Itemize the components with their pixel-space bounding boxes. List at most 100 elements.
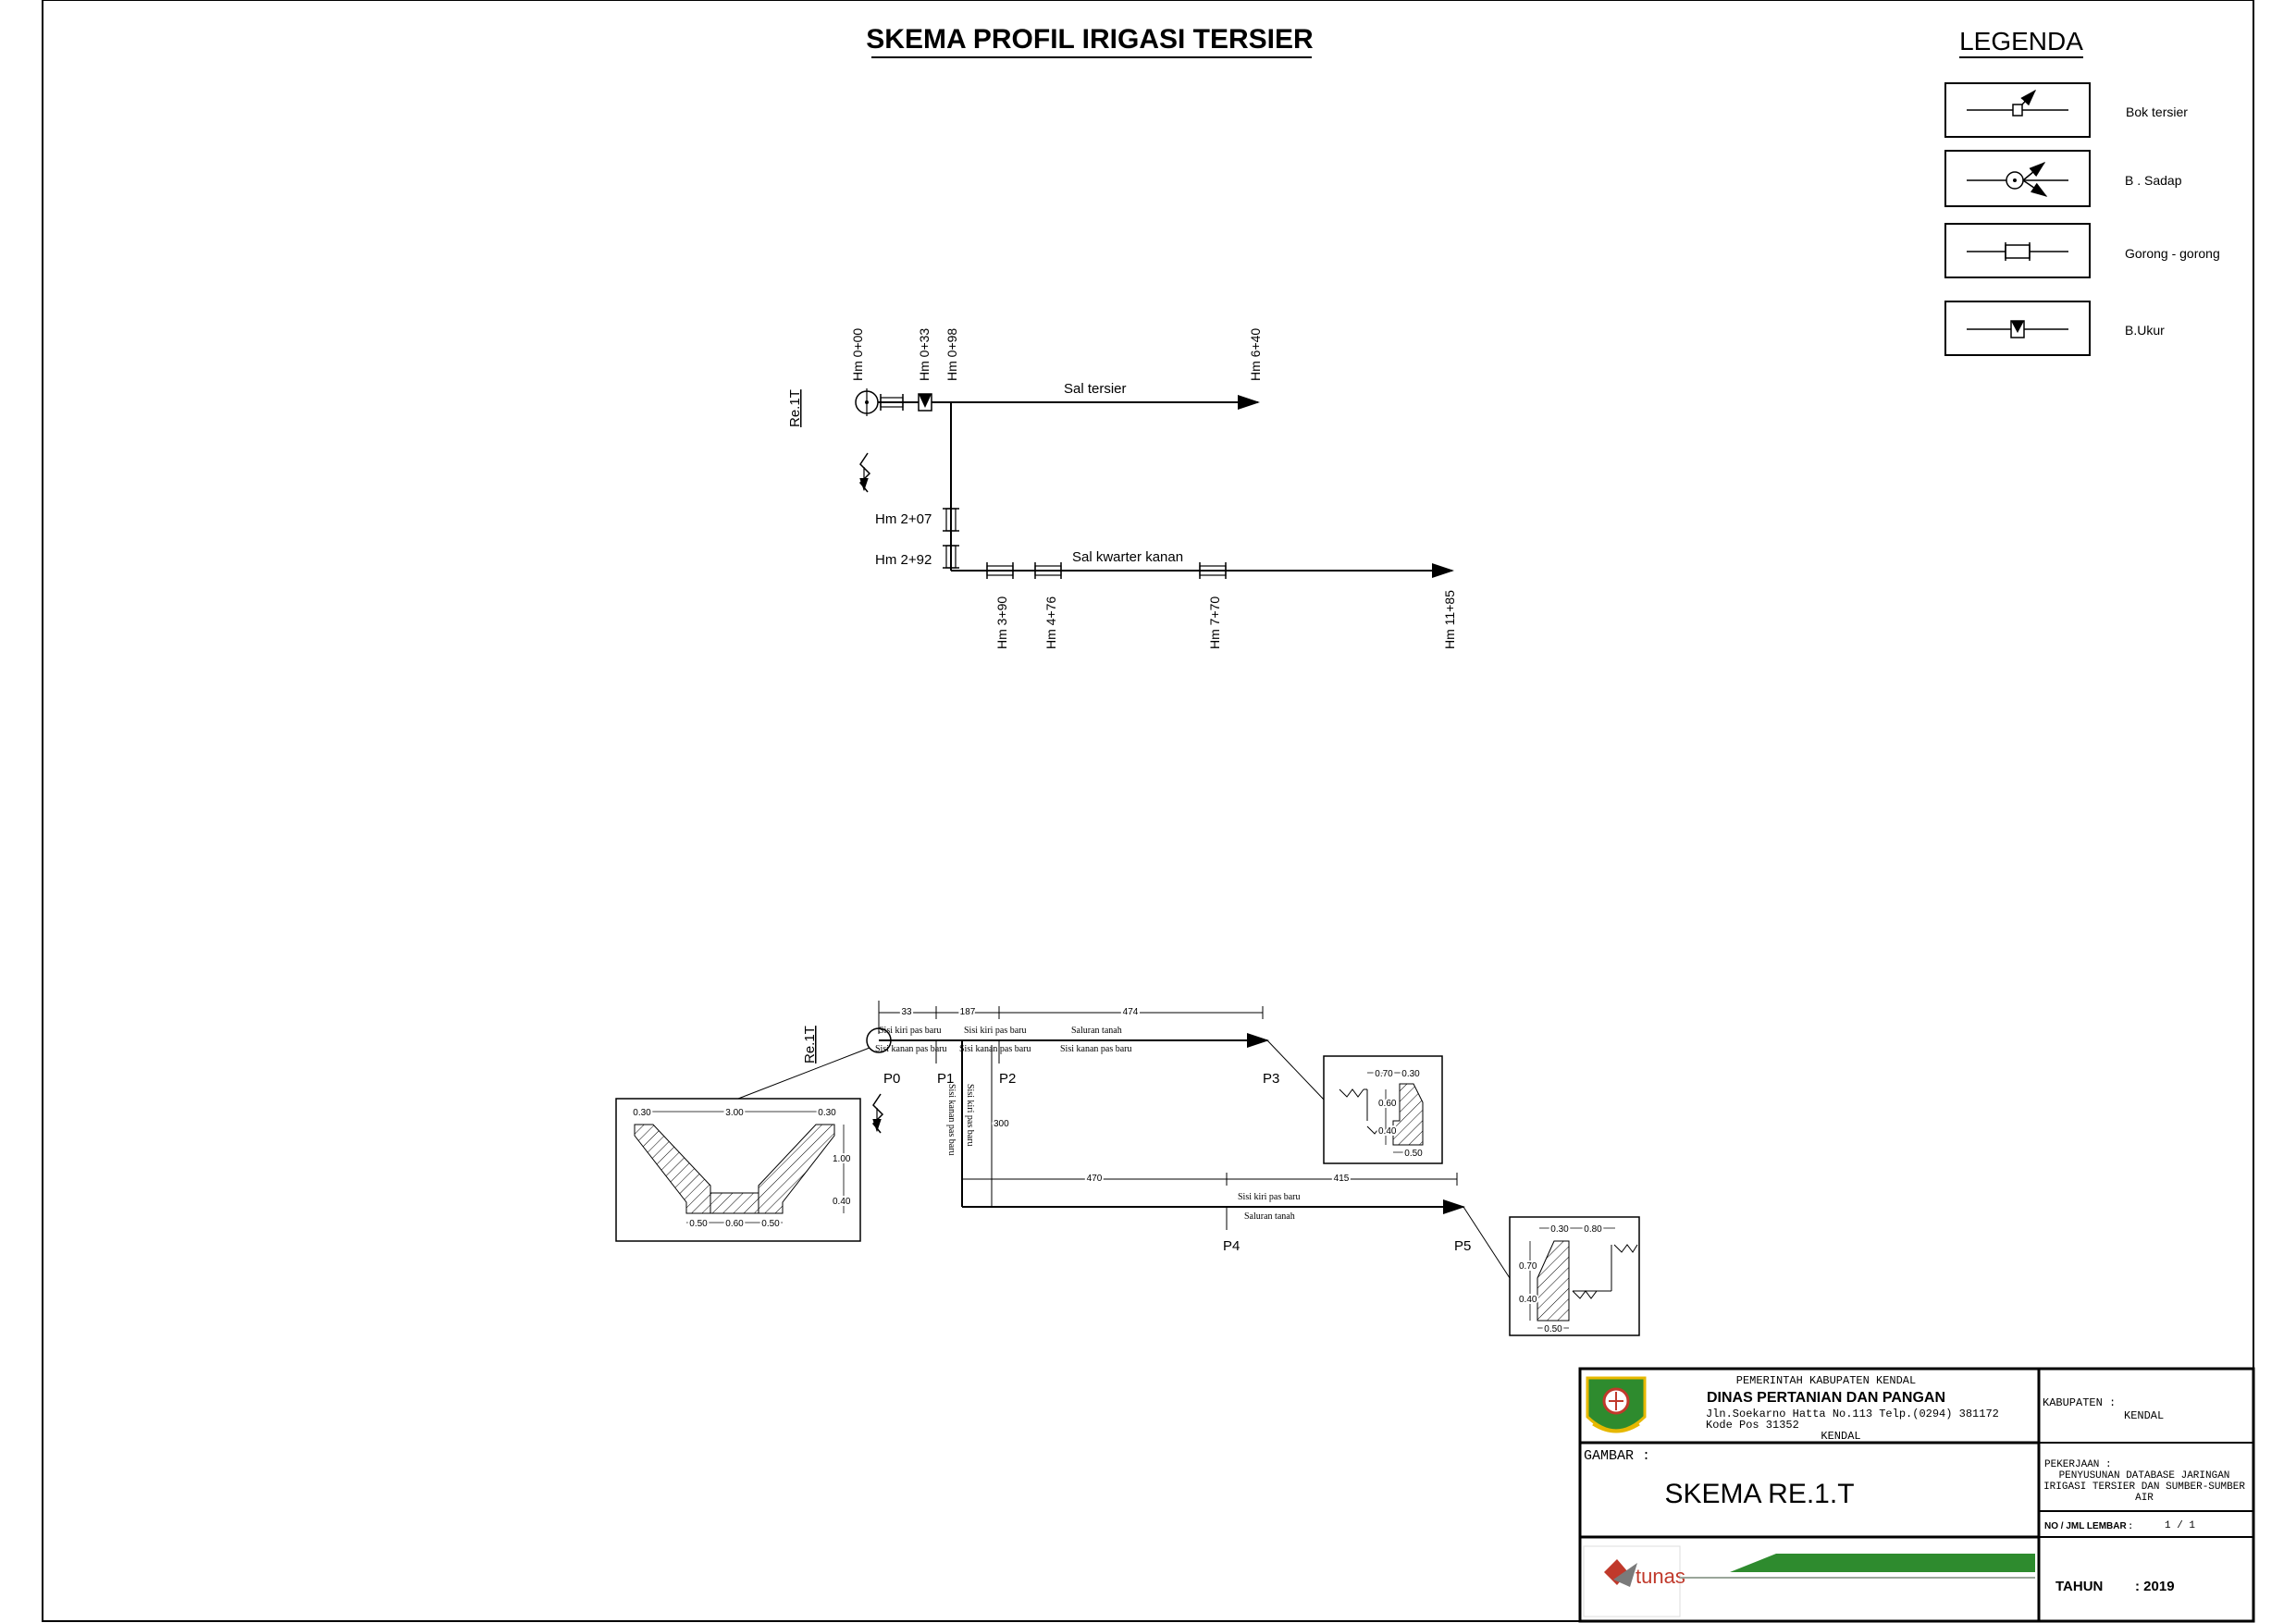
section-dim: 0.50 <box>1544 1324 1562 1334</box>
dim-label: 415 <box>1334 1174 1350 1184</box>
dim-label: 187 <box>960 1007 976 1017</box>
profile-point-label: P2 <box>999 1071 1016 1087</box>
profile-note: Sisi kiri pas baru <box>1238 1192 1301 1202</box>
profile-note: Sisi kanan pas baru <box>959 1044 1031 1054</box>
section-dim: 0.30 <box>1401 1069 1420 1079</box>
agency-address-3: KENDAL <box>1821 1430 1860 1443</box>
bangunan-sadap-icon <box>1967 162 2068 197</box>
tunas-logo: tunas <box>1583 1545 1685 1617</box>
bangunan-ukur-icon <box>1967 320 2068 338</box>
drawing-title: SKEMA PROFIL IRIGASI TERSIER <box>866 24 1314 55</box>
legend-label: Bok tersier <box>2126 105 2188 119</box>
pekerjaan-line-3: AIR <box>2135 1493 2154 1504</box>
schema-hm-label: Hm 7+70 <box>1207 596 1222 649</box>
gorong-gorong-symbol <box>1034 562 1062 579</box>
gorong-gorong-symbol <box>986 562 1014 579</box>
agency-line-2: DINAS PERTANIAN DAN PANGAN <box>1707 1390 1945 1406</box>
sal-tersier-label: Sal tersier <box>1064 381 1127 397</box>
profile-note: Sisi kanan pas baru <box>875 1044 947 1054</box>
cross-section-trapezoid: 0.30 3.00 0.30 1.00 0.40 0.50 0.60 0.50 <box>615 1098 861 1242</box>
lembar-label: NO / JML LEMBAR : <box>2044 1521 2132 1531</box>
legend-box <box>1944 301 2091 356</box>
legend-label: Gorong - gorong <box>2125 246 2220 261</box>
profile-note: Sisi kiri pas baru <box>965 1084 975 1147</box>
legend-item-b-ukur: B.Ukur <box>1944 301 2165 356</box>
sheet-border <box>42 0 2254 1622</box>
schema-hm-label: Hm 2+07 <box>875 511 932 527</box>
title-block: PEMERINTAH KABUPATEN KENDAL DINAS PERTAN… <box>1578 1367 2255 1623</box>
section-dim: 0.30 <box>818 1108 836 1118</box>
gorong-gorong-symbol <box>880 394 904 411</box>
pekerjaan-label: PEKERJAAN : <box>2044 1459 2112 1470</box>
section-dim: 0.60 <box>725 1219 744 1229</box>
legend: LEGENDA Bok tersier B . Sadap <box>1944 27 2220 356</box>
cross-section-p5: 0.30 0.80 0.70 0.40 0.50 <box>1509 1216 1640 1336</box>
section-dim: 3.00 <box>725 1108 744 1118</box>
gorong-gorong-symbol <box>943 545 959 569</box>
tahun-value: : 2019 <box>2135 1579 2175 1594</box>
profile-note: Sisi kanan pas baru <box>1060 1044 1132 1054</box>
legend-label: B.Ukur <box>2125 323 2165 338</box>
profile-schema: Re.1T 33 187 474 300 470 415 <box>615 1001 1640 1336</box>
profile-note: Saluran tanah <box>1071 1026 1122 1036</box>
section-dim: 1.00 <box>833 1154 851 1164</box>
gambar-label: GAMBAR : <box>1584 1448 1650 1464</box>
gorong-gorong-symbol <box>1199 562 1227 579</box>
section-dim: 0.30 <box>1550 1224 1569 1235</box>
dim-label: 474 <box>1123 1007 1139 1017</box>
intake-arrow-icon <box>871 1093 884 1134</box>
schema-hm-label: Hm 4+76 <box>1043 596 1058 649</box>
agency-line-1: PEMERINTAH KABUPATEN KENDAL <box>1736 1374 1916 1387</box>
legend-title: LEGENDA <box>1959 27 2083 55</box>
profile-note: Sisi kiri pas baru <box>964 1026 1027 1036</box>
schema-hm-label: Hm 0+00 <box>850 328 865 381</box>
lembar-value: 1 / 1 <box>2165 1520 2195 1531</box>
schema-hm-label: Hm 0+98 <box>944 328 959 381</box>
profile-point-label: P5 <box>1454 1238 1471 1254</box>
cross-section-p3: 0.70 0.30 0.60 0.40 0.50 <box>1323 1055 1443 1164</box>
kabupaten-label: KABUPATEN : <box>2043 1396 2116 1409</box>
profile-point-label: P1 <box>937 1071 954 1087</box>
section-dim: 0.40 <box>833 1197 851 1207</box>
section-dim: 0.50 <box>689 1219 708 1229</box>
section-dim: 0.40 <box>1519 1295 1537 1305</box>
legend-item-bok-tersier: Bok tersier <box>1944 82 2188 138</box>
profile-note: Sisi kanan pas baru <box>946 1084 957 1156</box>
tahun-label: TAHUN <box>2055 1579 2103 1594</box>
dim-label: 470 <box>1087 1174 1103 1184</box>
kendal-emblem-logo <box>1586 1376 1647 1433</box>
bok-tersier-icon <box>1967 89 2068 117</box>
schema-hm-label: Hm 2+92 <box>875 552 932 568</box>
gorong-gorong-icon <box>1967 242 2068 261</box>
profile-point-label: P4 <box>1223 1238 1240 1254</box>
agency-address-1: Jln.Soekarno Hatta No.113 Telp.(0294) 38… <box>1706 1408 1999 1420</box>
section-dim: 0.70 <box>1519 1261 1537 1272</box>
green-band <box>1730 1554 2035 1572</box>
sal-kwarter-label: Sal kwarter kanan <box>1072 549 1183 565</box>
legend-item-gorong-gorong: Gorong - gorong <box>1944 223 2220 278</box>
profile-note: Saluran tanah <box>1244 1211 1295 1222</box>
kabupaten-value: KENDAL <box>2124 1409 2164 1422</box>
dim-label: 33 <box>901 1007 912 1017</box>
section-dim: 0.70 <box>1375 1069 1393 1079</box>
profile-point-label: P0 <box>883 1071 900 1087</box>
bangunan-ukur-symbol <box>918 393 932 412</box>
pekerjaan-line-1: PENYUSUNAN DATABASE JARINGAN <box>2059 1470 2230 1482</box>
schema-re-label: Re.1T <box>787 389 803 427</box>
profile-point-label: P3 <box>1263 1071 1279 1087</box>
gambar-value: SKEMA RE.1.T <box>1664 1479 1854 1509</box>
legend-box <box>1944 82 2091 138</box>
gorong-gorong-symbol <box>943 508 959 532</box>
dim-label: 300 <box>994 1119 1009 1129</box>
tunas-logo-text: tunas <box>1636 1565 1685 1588</box>
bangunan-sadap-symbol <box>855 388 879 416</box>
section-dim: 0.50 <box>761 1219 780 1229</box>
legend-item-b-sadap: B . Sadap <box>1944 150 2182 207</box>
section-dim: 0.60 <box>1378 1099 1397 1109</box>
intake-arrow-icon <box>858 452 871 493</box>
section-dim: 0.40 <box>1378 1126 1397 1137</box>
pekerjaan-line-2: IRIGASI TERSIER DAN SUMBER-SUMBER <box>2043 1482 2245 1493</box>
irrigation-schema: Re.1T Hm 0+00 Hm 0+33 Hm 0+98 Hm 6+40 Sa… <box>787 328 1457 649</box>
profile-note: Sisi kiri pas baru <box>879 1026 942 1036</box>
